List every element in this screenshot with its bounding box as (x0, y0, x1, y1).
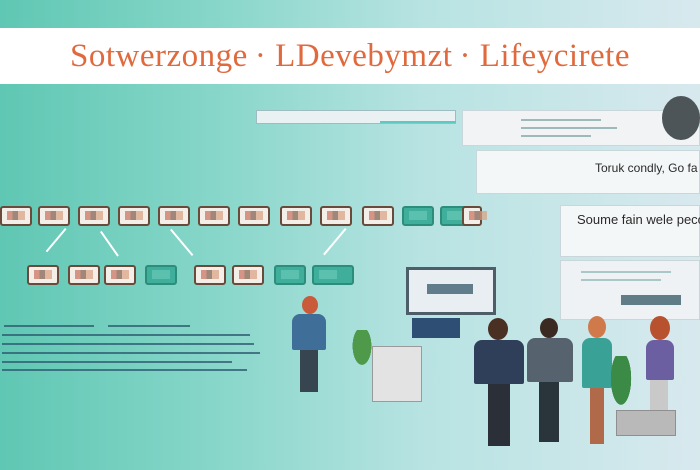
top-right-panel (462, 110, 700, 146)
toolbar-accent-line (380, 121, 456, 123)
workflow-node-icon[interactable] (238, 206, 270, 226)
bench (616, 410, 676, 436)
workflow-node-icon[interactable] (232, 265, 264, 285)
person-icon (470, 318, 528, 448)
workflow-node-icon[interactable] (27, 265, 59, 285)
workflow-node-icon[interactable] (462, 206, 487, 226)
top-toolbar (256, 110, 456, 124)
bottom-right-panel (560, 260, 700, 320)
workflow-node-icon[interactable] (145, 265, 177, 285)
workflow-node-icon[interactable] (104, 265, 136, 285)
caption-panel: Toruk condly, Go fa h (476, 150, 700, 194)
page-title: Sotwerzonge · LDevebymzt · Lifeycirete (70, 38, 630, 74)
plant-icon (350, 330, 374, 370)
workflow-node-icon[interactable] (362, 206, 394, 226)
workflow-node-icon[interactable] (194, 265, 226, 285)
title-banner (0, 28, 700, 84)
workflow-node-icon[interactable] (118, 206, 150, 226)
workflow-node-icon[interactable] (198, 206, 230, 226)
workflow-node-icon[interactable] (274, 265, 306, 285)
workflow-node-icon[interactable] (320, 206, 352, 226)
avatar (662, 96, 700, 140)
workflow-node-icon[interactable] (68, 265, 100, 285)
person-icon (578, 316, 618, 446)
monitor-icon (406, 267, 496, 315)
desk-screens (412, 318, 460, 338)
workflow-node-icon[interactable] (78, 206, 110, 226)
top-right-caption: Toruk condly, Go fa h (595, 161, 700, 175)
workflow-node-icon[interactable] (158, 206, 190, 226)
mid-right-panel: Soume fain wele pecoo rs (560, 205, 700, 257)
person-icon (290, 296, 330, 396)
workflow-node-icon[interactable] (280, 206, 312, 226)
workflow-node-icon[interactable] (312, 265, 354, 285)
workflow-node-icon[interactable] (38, 206, 70, 226)
plant-icon (608, 356, 634, 412)
kiosk-machine (372, 346, 422, 402)
workflow-node-icon[interactable] (0, 206, 32, 226)
workflow-node-icon[interactable] (402, 206, 434, 226)
mid-right-caption: Soume fain wele pecoo rs (577, 212, 700, 227)
person-icon (525, 318, 575, 444)
